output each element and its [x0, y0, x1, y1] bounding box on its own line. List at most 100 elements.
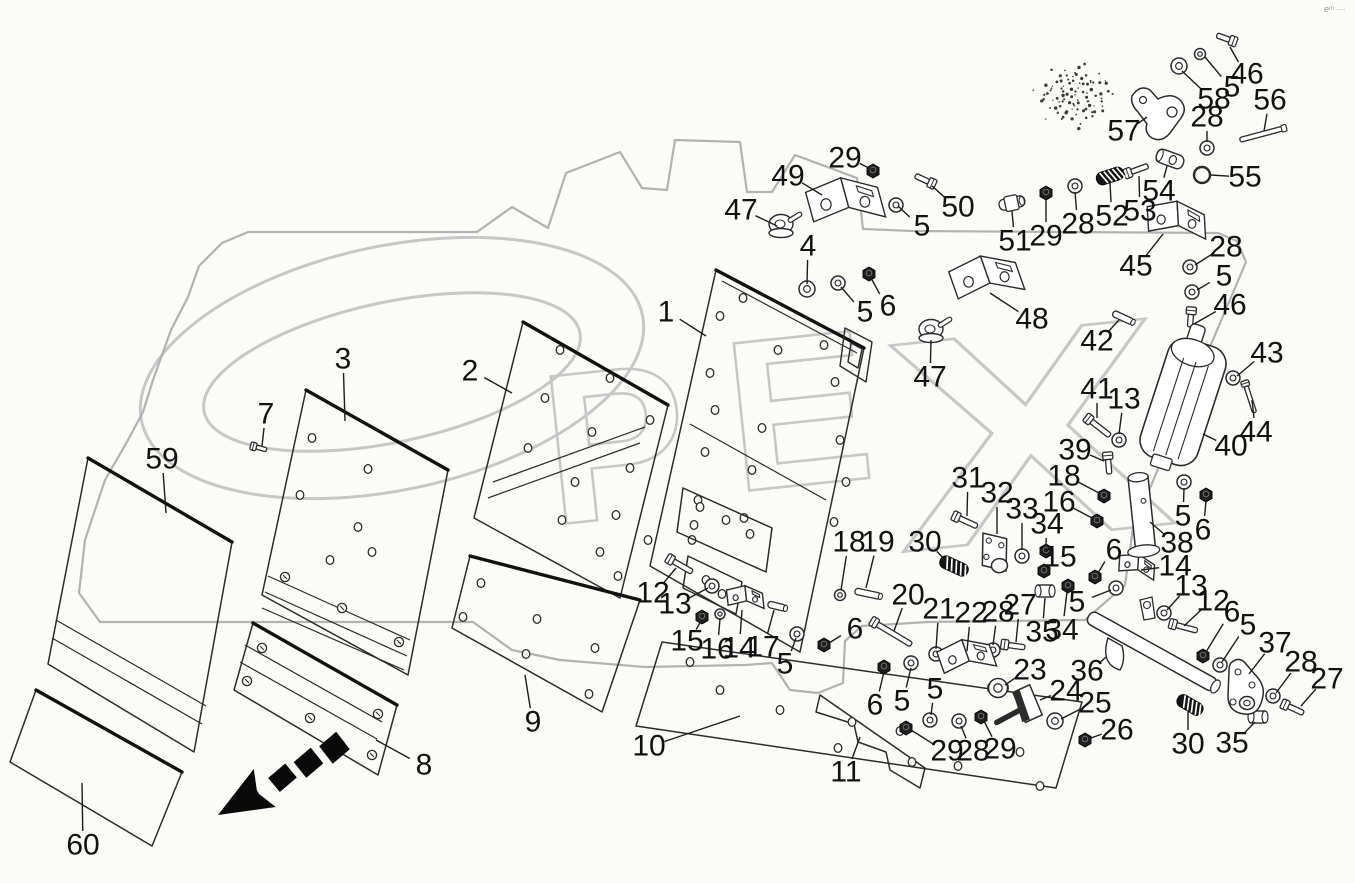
stipple-dot [1050, 68, 1053, 72]
panel-3-crease [261, 607, 405, 671]
callout-12 [663, 567, 677, 584]
panel-hole [847, 716, 857, 728]
callout-number: 2 [462, 355, 479, 388]
panel-59-outline [47, 457, 233, 753]
callout-number: 29 [828, 142, 861, 175]
bracket-slot [972, 643, 988, 653]
callout-number: 26 [1100, 714, 1133, 747]
part-bushing [1247, 710, 1269, 724]
panel-hole [695, 501, 705, 513]
panel-hole [458, 611, 468, 623]
callout-leader [1097, 561, 1106, 574]
pin-end [877, 592, 884, 601]
panel-hole [605, 372, 615, 384]
panel-screw-slot [375, 711, 381, 717]
watermark-letter-o-inner [202, 291, 582, 453]
part-spring [1095, 166, 1126, 186]
washer-outer [714, 608, 726, 620]
nut-body [1039, 543, 1053, 559]
washer-hole [793, 630, 801, 638]
callout-number: 46 [1230, 58, 1263, 91]
washer-outer [903, 655, 919, 671]
callout-number: 13 [1107, 383, 1140, 416]
panel-hole [570, 476, 580, 488]
part-bolt [1082, 412, 1112, 438]
nut-face [1042, 546, 1050, 554]
bolt-head-facet [953, 511, 959, 522]
callout-leader [966, 626, 971, 652]
callout-number: 39 [1058, 434, 1091, 467]
stipple-dot [1042, 97, 1045, 101]
callout-leader [929, 339, 932, 364]
washer-outer [1170, 57, 1188, 75]
nut-body [1037, 563, 1051, 579]
panel-8-edge [251, 621, 399, 707]
part-bolt [1101, 451, 1114, 475]
bolt-head-facet [870, 617, 878, 627]
stipple-dot [1070, 95, 1074, 99]
callout-leader [81, 782, 84, 832]
callout-leader [878, 671, 885, 692]
callout-number: 51 [998, 225, 1031, 258]
callout-1 [679, 318, 707, 337]
panel-hole [363, 463, 373, 475]
nut-body [695, 609, 709, 625]
stipple-dot [1040, 99, 1044, 103]
knob-base [768, 227, 794, 239]
washer-hole [708, 582, 716, 590]
callout-leader [966, 491, 969, 517]
callout-leader [840, 286, 855, 303]
callout-number: 11 [830, 756, 861, 789]
stipple-dot [1058, 101, 1060, 103]
stipple-dot [1075, 113, 1078, 116]
nut-face [1199, 651, 1207, 659]
panel-hole [775, 704, 785, 716]
callout-leader [1138, 175, 1141, 198]
callout-leader [1091, 589, 1112, 598]
callout-17 [766, 609, 775, 634]
latch-block [1003, 194, 1020, 213]
callout-22 [966, 626, 971, 652]
callout-number: 27 [1310, 663, 1343, 696]
stipple-dot [1086, 100, 1089, 103]
callout-number: 5 [857, 296, 874, 329]
nut-face [1081, 735, 1089, 743]
callout-42 [1108, 319, 1120, 332]
nut-body [866, 163, 880, 179]
callout-47 [929, 339, 932, 364]
washer-outer [1193, 47, 1207, 61]
part-washer [922, 712, 938, 728]
callout-number: 34 [1045, 614, 1078, 647]
actuator-rib [1177, 365, 1209, 460]
stipple-dot [1092, 81, 1095, 84]
callout-number: 5 [1069, 586, 1086, 619]
bolt-head-facet [667, 554, 673, 564]
nut-face [820, 640, 828, 648]
callout-leader [1149, 521, 1165, 535]
panel-hole [745, 528, 755, 540]
bolt-head-facet [1084, 414, 1092, 424]
bracket-slot [855, 184, 875, 198]
spring-coil [1198, 704, 1202, 718]
stipple-dot [1106, 89, 1110, 93]
washer-outer [789, 626, 805, 642]
panel-hole [830, 376, 840, 388]
stipple-dot [1071, 108, 1073, 111]
panel-screw-slot [369, 752, 375, 758]
callout-leader [1236, 360, 1255, 377]
tube-flange [1127, 544, 1161, 558]
callout-leader [1248, 653, 1266, 675]
stipple-dot [1067, 78, 1070, 81]
stipple-dot [1074, 71, 1076, 74]
panel-11-outline [815, 694, 926, 789]
panel-hole [587, 426, 597, 438]
panel-3-edge [304, 388, 450, 472]
callout-number: 13 [658, 588, 691, 621]
panel-2-edge [521, 320, 670, 407]
callout-number: 30 [1171, 728, 1204, 761]
nut-face [1064, 581, 1072, 589]
part-washer [1014, 548, 1030, 564]
callout-57 [1137, 116, 1148, 125]
callout-leader [851, 736, 861, 760]
stipple-dot [1068, 101, 1072, 105]
